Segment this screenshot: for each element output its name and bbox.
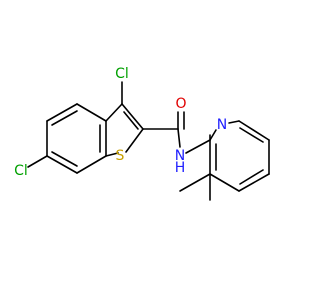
bond-c4p-c3p: [238, 173, 270, 192]
benzene-ring: [46, 103, 107, 174]
chlorine-atom-label: Cl: [14, 163, 28, 179]
bond-c2-s: [125, 128, 144, 153]
pyridine-ring: [209, 120, 270, 192]
amide-hydrogen-label: H: [175, 160, 186, 176]
bond-c6-cl: [27, 155, 48, 168]
chlorine-atom-label: Cl: [115, 66, 129, 82]
bond-c3-c2: [121, 103, 144, 130]
bond-c6-c7: [46, 155, 78, 174]
bond-s-c7a: [105, 152, 119, 157]
amide-group: [142, 111, 211, 154]
bond-n-pyridine: [185, 139, 211, 154]
molecule-structure-diagram: Cl Cl O S N H N: [14, 66, 270, 201]
bond-methyl: [179, 173, 211, 192]
sulfur-atom-label: S: [116, 148, 125, 164]
pyridine-nitrogen-label: N: [217, 117, 227, 133]
bond-c3p-c2p: [209, 173, 240, 192]
bond-c6p-c5p: [238, 120, 270, 141]
atom-labels: Cl Cl O S N H N: [14, 66, 227, 179]
bond-n1p-c6p: [228, 120, 240, 124]
bond-c4-c5-inner: [51, 110, 78, 126]
bond-c7-c7a: [76, 155, 107, 174]
bond-c4p-c3p-inner: [239, 169, 264, 185]
molecule-drawing: Cl Cl O S N H N: [14, 66, 270, 201]
amide-nitrogen-label: N: [175, 148, 185, 164]
bond-c6-c7-inner: [51, 151, 78, 167]
bond-c3a-c3: [105, 103, 123, 122]
bond-c4-c5: [46, 103, 78, 122]
bond-carbonyl-n: [177, 128, 181, 148]
bond-c3-c2-inner: [123, 111, 139, 130]
bond-c3a-c4: [76, 103, 107, 122]
oxygen-atom-label: O: [175, 96, 186, 112]
thiophene-ring: [105, 103, 144, 157]
bond-c2p-n1p-main: [209, 129, 217, 141]
bond-c6p-c5p-inner: [239, 127, 264, 143]
